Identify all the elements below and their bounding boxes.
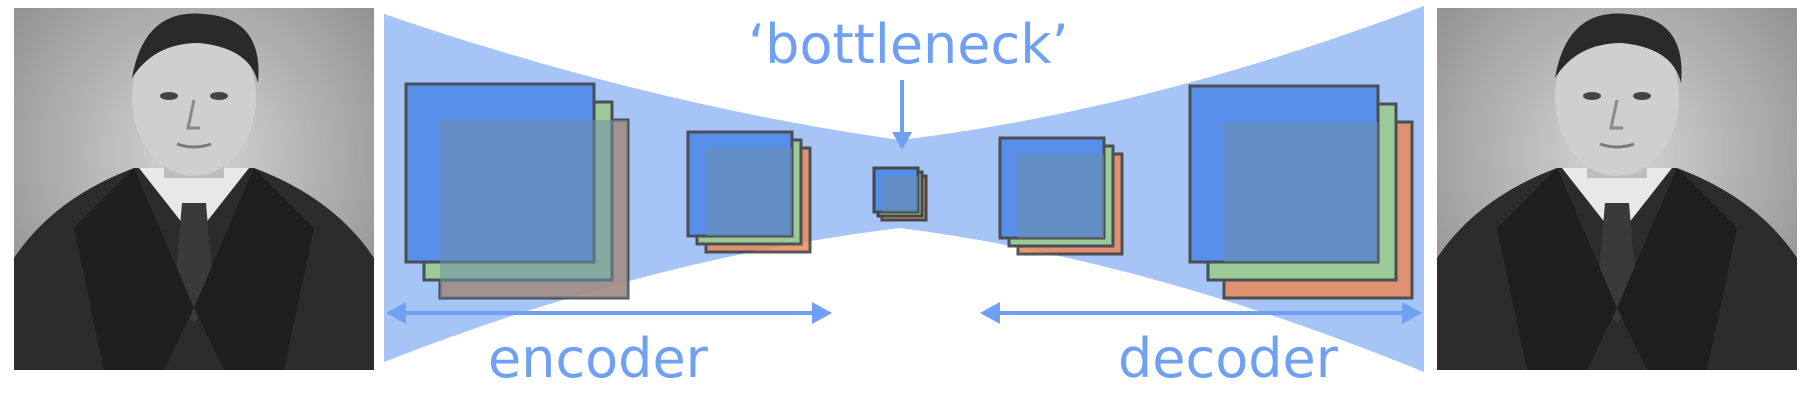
decoder-label: decoder	[1118, 327, 1338, 390]
encoder-arrow	[386, 302, 832, 324]
bottleneck-arrow	[892, 80, 912, 150]
bottleneck-label: ‘bottleneck’	[748, 13, 1069, 76]
encoder-label: encoder	[488, 327, 708, 390]
decoder-arrow	[980, 302, 1422, 324]
input-portrait-photo	[14, 8, 374, 370]
output-portrait-photo	[1437, 8, 1797, 370]
